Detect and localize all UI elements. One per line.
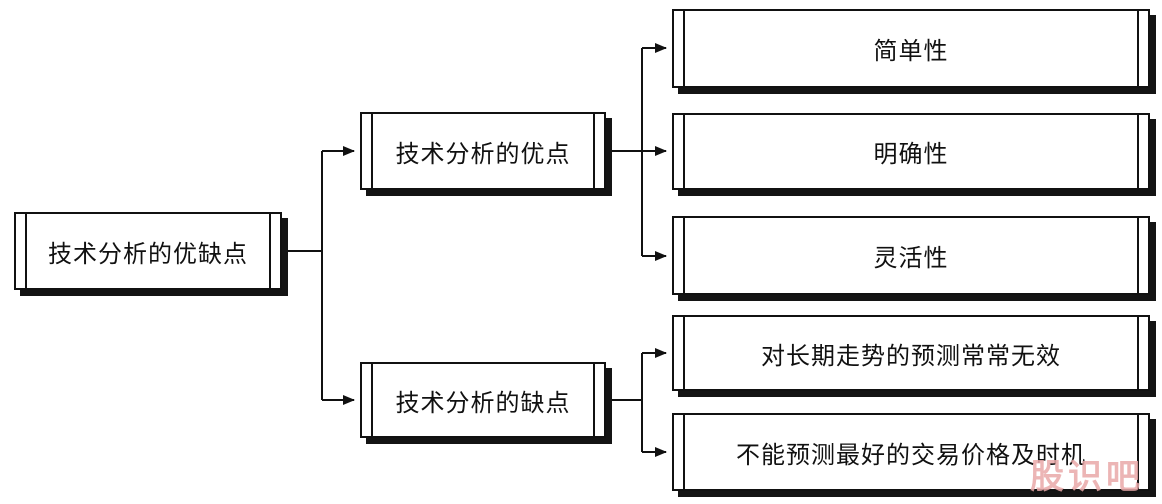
leaf-node-cannot-predict-best-price: 不能预测最好的交易价格及时机	[672, 413, 1150, 491]
leaf-node-flexibility: 灵活性	[672, 216, 1150, 295]
root-node-label: 技术分析的优缺点	[48, 239, 248, 268]
site-watermark: 股识吧	[1030, 457, 1144, 497]
leaf-node-longterm-ineffective: 对长期走势的预测常常无效	[672, 315, 1150, 391]
disadvantages-node-label: 技术分析的缺点	[395, 388, 571, 417]
advantages-node: 技术分析的优点	[360, 112, 606, 190]
advantages-node-label: 技术分析的优点	[395, 139, 571, 168]
leaf-node-label: 对长期走势的预测常常无效	[761, 341, 1061, 370]
root-node: 技术分析的优缺点	[14, 212, 282, 290]
leaf-node-label: 明确性	[873, 140, 949, 168]
leaf-node-simplicity: 简单性	[672, 9, 1150, 88]
leaf-node-clarity: 明确性	[672, 113, 1150, 190]
leaf-node-label: 简单性	[873, 37, 949, 65]
leaf-node-label: 灵活性	[873, 244, 949, 272]
leaf-node-label: 不能预测最好的交易价格及时机	[736, 440, 1086, 469]
disadvantages-node: 技术分析的缺点	[360, 362, 606, 438]
